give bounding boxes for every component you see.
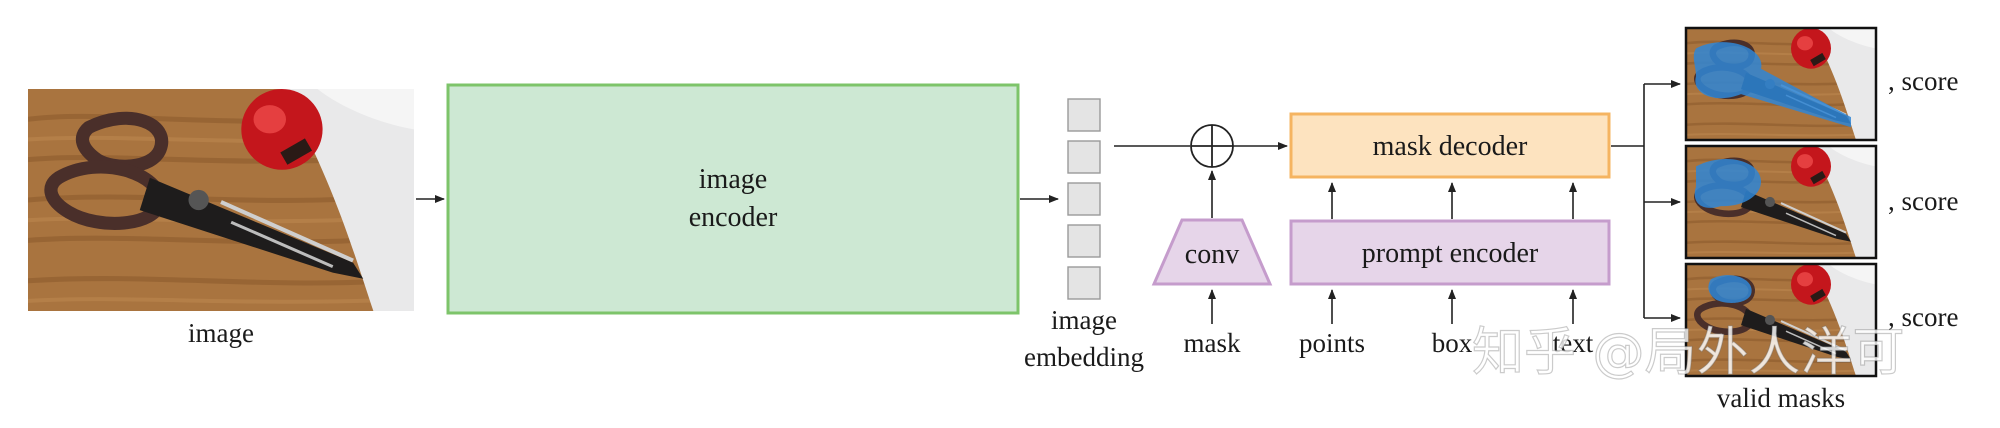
- prompt-encoder-label: prompt encoder: [1362, 238, 1539, 269]
- embedding-label-line1: image: [1051, 305, 1117, 335]
- prompt-to-decoder-arrows: [1328, 182, 1577, 219]
- mask-decoder-label: mask decoder: [1373, 131, 1528, 162]
- score-label-2: , score: [1888, 186, 1958, 216]
- image-embedding-stack: [1067, 98, 1101, 300]
- image-encoder-label-line1: image: [699, 164, 767, 195]
- score-label-1: , score: [1888, 66, 1958, 96]
- points-input-label: points: [1299, 328, 1365, 358]
- conv-block: [1151, 218, 1273, 286]
- conv-label: conv: [1185, 239, 1239, 270]
- prompt-encoder-box: [1289, 219, 1611, 286]
- mask-input-label: mask: [1184, 328, 1241, 358]
- add-node: [1190, 124, 1234, 168]
- watermark: 知乎 @局外人洋可: [1472, 323, 1905, 383]
- embedding-cell: [1067, 140, 1101, 174]
- text-input-label: text: [1553, 328, 1594, 358]
- embedding-cell: [1067, 266, 1101, 300]
- box-input-label: box: [1432, 328, 1473, 358]
- mask-decoder-box: [1289, 112, 1611, 179]
- image-encoder-label-line2: encoder: [689, 202, 778, 233]
- output-mask-2: [1684, 144, 1878, 260]
- embedding-label-line2: embedding: [1024, 342, 1144, 372]
- input-image-label: image: [188, 318, 254, 348]
- embedding-cell: [1067, 98, 1101, 132]
- input-image: [28, 89, 414, 311]
- output-mask-3: [1684, 262, 1878, 378]
- prompt-input-arrows: [1328, 289, 1577, 324]
- embedding-cell: [1067, 182, 1101, 216]
- output-mask-1: [1684, 26, 1878, 142]
- score-label-3: , score: [1888, 302, 1958, 332]
- image-encoder-box: [446, 83, 1020, 315]
- embedding-cell: [1067, 224, 1101, 258]
- valid-masks-label: valid masks: [1717, 383, 1845, 413]
- output-branch-lines: [1611, 80, 1681, 322]
